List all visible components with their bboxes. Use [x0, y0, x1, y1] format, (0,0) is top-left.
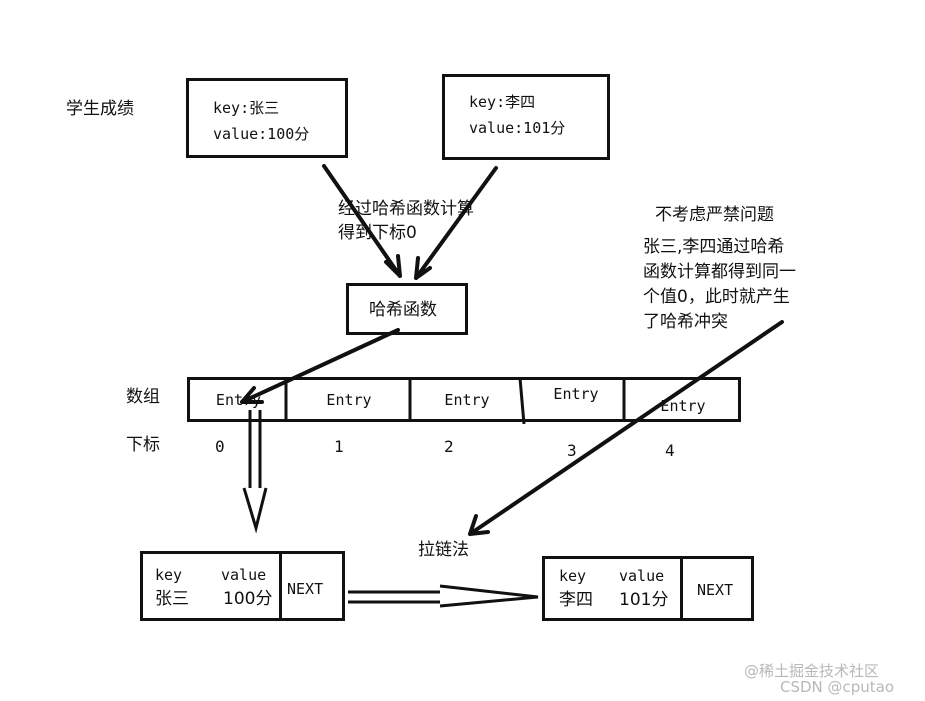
- index-2: 2: [444, 437, 454, 456]
- node1-key: 张三: [155, 589, 189, 609]
- array-label: 数组: [126, 387, 160, 407]
- array-cell-3: Entry: [524, 374, 628, 413]
- title-student-scores: 学生成绩: [66, 99, 134, 119]
- node1-key-header: key: [155, 566, 183, 584]
- box1-line1: key:张三: [213, 99, 280, 117]
- array-cell-2: Entry: [412, 380, 522, 419]
- hash-function-label: 哈希函数: [369, 300, 437, 320]
- arrow-box2-to-hash: [414, 166, 498, 280]
- node2-next: NEXT: [697, 581, 734, 599]
- index-label: 下标: [126, 435, 160, 455]
- box-lisi: key:李四 value:101分: [442, 74, 610, 160]
- node1-value-header: value: [221, 566, 267, 584]
- arrow-hash-to-entry0: [240, 328, 400, 404]
- entry-3: Entry: [553, 384, 599, 403]
- hash-note-line2: 得到下标0: [338, 223, 417, 243]
- arrow-box1-to-hash: [322, 164, 402, 278]
- node2-divider: [680, 559, 683, 618]
- entry-4: Entry: [660, 396, 706, 415]
- node-lisi: key value 李四 101分 NEXT: [542, 556, 754, 621]
- entry-1: Entry: [326, 390, 372, 409]
- array-dividers: [284, 377, 626, 425]
- watermark-csdn: CSDN @cputao: [780, 678, 895, 696]
- collision-note-line1: 张三,李四通过哈希: [643, 237, 785, 257]
- box2-line2: value:101分: [469, 119, 566, 137]
- node2-key: 李四: [559, 590, 593, 610]
- array-box: Entry Entry Entry Entry Entry: [187, 377, 741, 422]
- index-1: 1: [334, 437, 344, 456]
- node1-divider: [279, 554, 282, 618]
- arrow-node1-to-node2: [348, 584, 539, 608]
- index-0: 0: [215, 437, 225, 456]
- node2-value: 101分: [619, 590, 669, 610]
- node1-next: NEXT: [287, 580, 324, 598]
- hash-note-line1: 经过哈希函数计算: [338, 199, 474, 219]
- array-cell-4: Entry: [628, 386, 738, 425]
- collision-note-line4: 了哈希冲突: [643, 312, 728, 332]
- box2-line1: key:李四: [469, 93, 536, 111]
- no-consider-note: 不考虑严禁问题: [655, 205, 774, 225]
- arrow-note-to-chain: [468, 320, 784, 536]
- box-zhangsan: key:张三 value:100分: [186, 78, 348, 158]
- node2-value-header: value: [619, 567, 665, 585]
- collision-note-line2: 函数计算都得到同一: [643, 262, 796, 282]
- index-4: 4: [665, 441, 675, 460]
- node1-value: 100分: [223, 589, 273, 609]
- box1-line2: value:100分: [213, 125, 310, 143]
- node-zhangsan: key value 张三 100分 NEXT: [140, 551, 345, 621]
- hash-function-box: 哈希函数: [346, 283, 468, 335]
- index-3: 3: [567, 441, 577, 460]
- arrow-entry0-to-node1: [242, 410, 268, 534]
- watermark-juejin: @稀土掘金技术社区: [744, 662, 880, 680]
- collision-note-line3: 个值0，此时就产生: [643, 287, 790, 307]
- entry-2: Entry: [444, 390, 490, 409]
- chaining-label: 拉链法: [418, 540, 469, 560]
- node2-key-header: key: [559, 567, 587, 585]
- array-cell-1: Entry: [288, 380, 410, 419]
